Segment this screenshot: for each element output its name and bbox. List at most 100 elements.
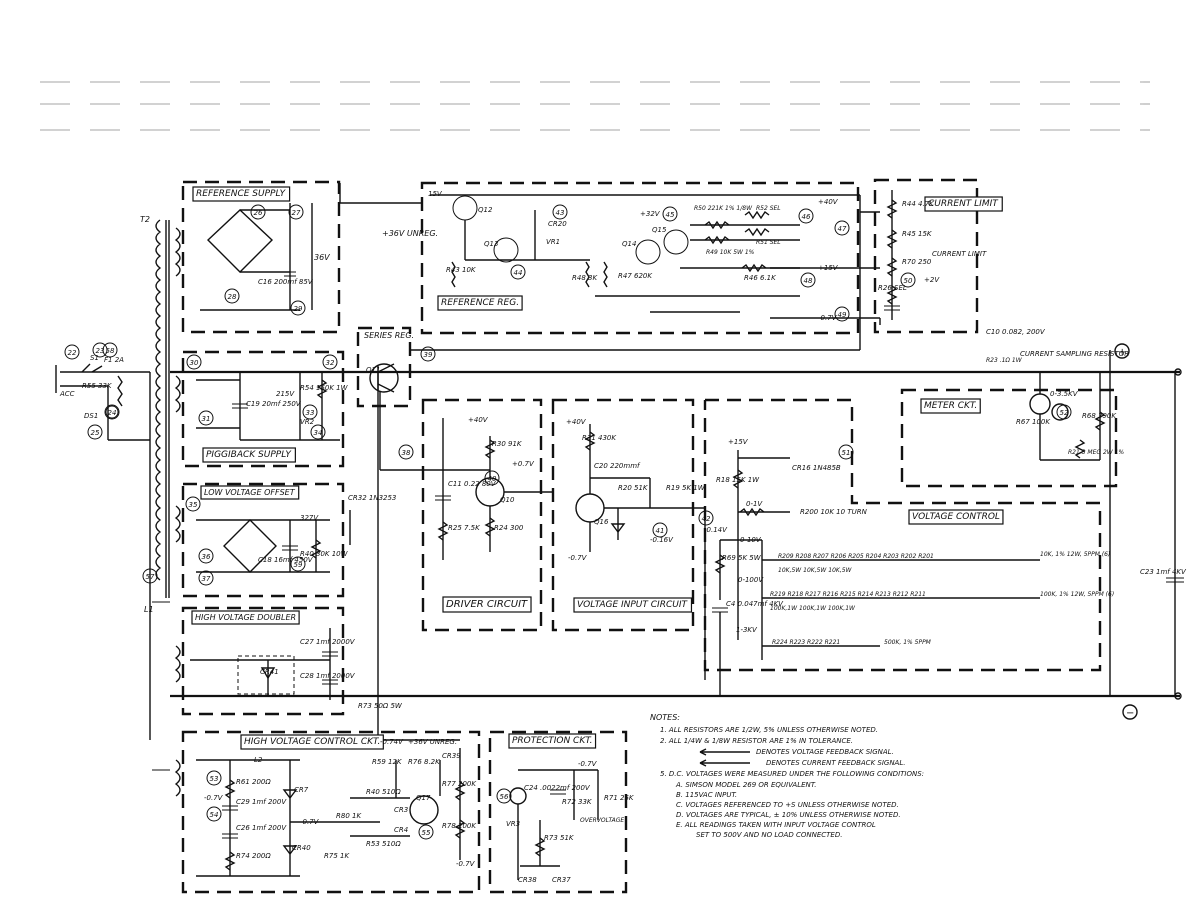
- block-title-reference-reg: REFERENCE REG.: [441, 298, 519, 308]
- r73-label: R73 50Ω 5W: [358, 702, 403, 710]
- r75-label: R75 1K: [324, 852, 350, 860]
- label-current-limit-pot: CURRENT LIMIT: [932, 250, 987, 258]
- node-number: 52: [1060, 409, 1069, 417]
- r44-label: R44 4.7K: [902, 200, 935, 208]
- cr40-label: CR40: [292, 844, 311, 852]
- cr41-label: CR41: [260, 668, 279, 676]
- q13-label: Q13: [484, 240, 498, 248]
- r21-label: R21 3 MEG 2W 1%: [1068, 449, 1124, 456]
- node-marker: [206, 770, 222, 786]
- c27-label: C27 1mf 2000V: [300, 638, 356, 646]
- c20-label: C20 220mmf: [594, 462, 641, 470]
- r77-label: R77 200K: [442, 780, 477, 788]
- q14-label: Q14: [622, 240, 636, 248]
- note-5d: D. VOLTAGES ARE TYPICAL, ± 10% UNLESS OT…: [676, 811, 901, 819]
- r30-label: R30 91K: [492, 440, 523, 448]
- node-number: 35: [189, 501, 198, 509]
- block-borders: [181, 178, 1118, 894]
- hv-doubler-border: [181, 606, 345, 716]
- r52-label: R52 SEL: [756, 205, 781, 212]
- v-minus07-q17: -0.7V: [456, 860, 476, 868]
- node-marker: [142, 568, 158, 584]
- driver-internals: [435, 418, 553, 560]
- r50-label: R50 221K 1% 1/8W: [694, 205, 753, 212]
- block-title-low-voltage-offset: LOW VOLTAGE OFFSET: [204, 488, 296, 497]
- r24-label: R24 300: [494, 524, 524, 532]
- scan-artifacts: [40, 81, 1150, 131]
- node-marker: [510, 264, 526, 280]
- r26-label: R26 SEL: [878, 284, 907, 292]
- voltage-input-border: [551, 398, 695, 632]
- node-marker: [92, 342, 108, 358]
- current-limit-border: [873, 178, 979, 334]
- node-marker: [900, 272, 916, 288]
- c24-label: C24 .0022mf 200V: [524, 784, 591, 792]
- node-number: 43: [556, 209, 565, 217]
- vr3-label: VR3: [506, 820, 520, 828]
- v-plus15: +15V: [818, 264, 839, 272]
- meter-range-label: 0-3.5KV: [1050, 390, 1079, 398]
- c19-label: C19 20mf 250V: [246, 400, 302, 408]
- node-marker: [800, 272, 816, 288]
- r76-label: R76 8.2K: [408, 758, 441, 766]
- cr20-label: CR20: [548, 220, 567, 228]
- label-out-plus: +: [1118, 347, 1126, 358]
- node-number: 57: [146, 573, 155, 581]
- node-marker: [104, 404, 120, 420]
- r55-label: R55 33K: [82, 382, 113, 390]
- node-number: 37: [202, 575, 211, 583]
- node-number: 59: [294, 561, 303, 569]
- meter-internals: [1029, 372, 1106, 461]
- transformer-t2: [152, 219, 181, 797]
- cr16-label: CR16 1N485B: [792, 464, 841, 472]
- node-number: 28: [228, 293, 237, 301]
- node-marker: [302, 404, 318, 420]
- r20-label: R20 51K: [618, 484, 649, 492]
- node-marker: [322, 354, 338, 370]
- block-title-hv-control-box: [240, 734, 384, 750]
- reference-supply-border: [181, 180, 341, 334]
- vr1-label: VR1: [546, 238, 560, 246]
- node-marker: [420, 346, 436, 362]
- r80-label: R80 1K: [336, 812, 362, 820]
- node-marker: [698, 510, 714, 526]
- v-minus074: -0.74V: [380, 738, 404, 746]
- node-number: 51: [842, 449, 851, 457]
- v-minus07-hv2: -0.7V: [300, 818, 320, 826]
- r70-label: R70 250: [902, 258, 932, 266]
- v-15: 15V: [428, 190, 443, 198]
- chain-row2: R219 R218 R217 R216 R215 R214 R213 R212 …: [770, 591, 926, 598]
- node-number: 31: [202, 415, 211, 423]
- cr32-label: CR32 1N3253: [348, 494, 396, 502]
- node-number: 54: [210, 811, 219, 819]
- output-terminals: [1114, 343, 1184, 720]
- block-title-hv-doubler-box: [191, 610, 300, 625]
- node-number: 56: [500, 793, 509, 801]
- node-number: 45: [666, 211, 675, 219]
- block-title-hv-control: HIGH VOLTAGE CONTROL CKT.: [244, 737, 380, 747]
- piggiback-border: [181, 350, 345, 468]
- node-marker: [206, 806, 222, 822]
- node-marker: [290, 556, 306, 572]
- v-minus07-prot: -0.7V: [578, 760, 598, 768]
- ac-input: [55, 363, 151, 740]
- current-limit-internals: [884, 190, 900, 320]
- node-marker: [198, 410, 214, 426]
- l2-label: L2: [254, 756, 263, 764]
- block-title-voltage-input: VOLTAGE INPUT CIRCUIT: [577, 600, 688, 610]
- range-0-1v: 0-1V: [746, 500, 763, 508]
- text-layer: REFERENCE SUPPLY REFERENCE REG. CURRENT LI…: [59, 186, 1187, 884]
- q16-label: Q16: [594, 518, 609, 526]
- node-marker: [198, 548, 214, 564]
- label-unreg: +36V UNREG.: [382, 229, 438, 238]
- r43-label: R43 10K: [446, 266, 477, 274]
- node-marker: [288, 204, 304, 220]
- block-title-reference-supply: REFERENCE SUPPLY: [196, 189, 287, 199]
- node-number: 36: [202, 553, 211, 561]
- c28-label: C28 1mf 2000V: [300, 672, 356, 680]
- r74-label: R74 200Ω: [236, 852, 271, 860]
- label-unreg-hv: +36V UNREG.: [408, 738, 457, 746]
- node-number: 23: [96, 347, 105, 355]
- v-minus07: -0.7V: [818, 314, 838, 322]
